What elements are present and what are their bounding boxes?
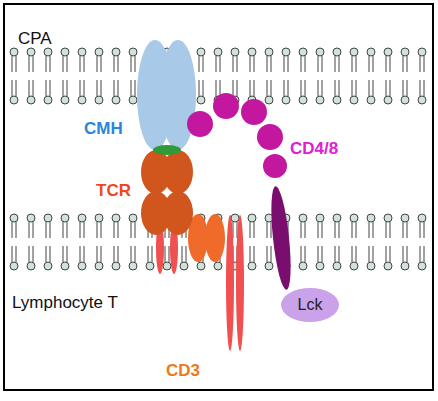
cd48-domain xyxy=(263,154,287,178)
molecule-label: CD4/8 xyxy=(290,140,338,159)
cd3-zeta-chain xyxy=(226,215,234,351)
cd48-domain xyxy=(257,124,283,150)
molecule-label: TCR xyxy=(96,182,131,201)
cd48-domain xyxy=(241,99,267,125)
lipid-bilayers xyxy=(10,48,426,270)
cmh-chain xyxy=(160,40,196,150)
cd48-domain xyxy=(213,93,239,119)
cell-label: Lymphocyte T xyxy=(12,294,118,313)
cell-label: CPA xyxy=(18,30,52,49)
tcr-domain xyxy=(163,150,193,194)
peptide xyxy=(153,145,181,155)
molecule-label: CD3 xyxy=(166,362,200,381)
cd48-transmembrane xyxy=(268,185,295,290)
molecule-label: CMH xyxy=(84,120,123,139)
tcr-domain xyxy=(163,191,193,235)
node-text: Lck xyxy=(280,296,340,314)
ellipse-shape xyxy=(281,288,339,322)
frame xyxy=(4,4,433,390)
cd3-zeta-chain xyxy=(236,215,244,351)
kinase-ellipse: Lck xyxy=(280,287,340,323)
cd48-domain xyxy=(187,111,213,137)
cd3-chain xyxy=(205,214,225,262)
